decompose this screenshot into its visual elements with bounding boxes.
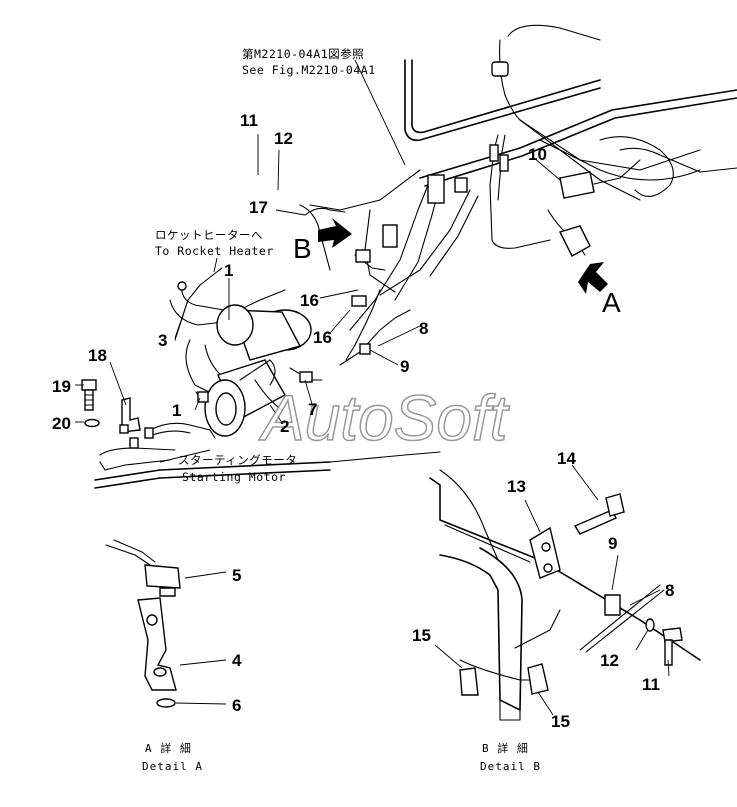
callout-1-bottom: 1: [172, 401, 181, 420]
callout-20: 20: [52, 414, 71, 433]
callout-13: 13: [507, 477, 526, 496]
callout-3: 3: [158, 331, 167, 350]
rocket-heater-jp: ロケットヒーターへ: [155, 228, 263, 242]
callout-12: 12: [274, 129, 293, 148]
callout-7: 7: [308, 400, 317, 419]
callout-11-detail: 11: [642, 675, 660, 694]
callout-15-a: 15: [412, 626, 431, 645]
fig-reference-jp: 第M2210-04A1図参照: [242, 47, 364, 61]
detail-b: 14 13 9 8 12 11 15 15 B 詳 細 Detail B: [412, 449, 701, 773]
rocket-heater-en: To Rocket Heater: [155, 244, 274, 258]
relay-box-5: [144, 564, 181, 589]
fig-reference-en: See Fig.M2210-04A1: [242, 63, 376, 77]
callout-2: 2: [280, 417, 289, 436]
callout-12-detail: 12: [600, 651, 619, 670]
callout-8-detail: 8: [665, 581, 674, 600]
detail-a: 5 4 6 A 詳 細 Detail A: [105, 539, 242, 773]
relay-module-10: [559, 171, 595, 199]
callout-9-detail: 9: [608, 534, 617, 553]
detail-b-title-en: Detail B: [480, 760, 541, 773]
callout-19: 19: [52, 377, 71, 396]
main-callouts: 11 12 17 10 1 3 16 16 8 9 18 19 20 1 7 2: [52, 111, 547, 436]
bracket-13: [529, 526, 561, 579]
callout-16-b: 16: [313, 328, 332, 347]
detail-a-title-en: Detail A: [142, 760, 203, 773]
watermark: AutoSoft: [258, 382, 510, 454]
view-letter-b: B: [293, 233, 312, 264]
callout-1-top: 1: [224, 261, 233, 280]
detail-b-title-jp: B 詳 細: [482, 741, 529, 755]
detail-a-title-jp: A 詳 細: [145, 741, 192, 755]
starting-motor-en: Starting Motor: [182, 470, 286, 484]
clamp-15-right: [527, 663, 549, 695]
callout-14: 14: [557, 449, 576, 468]
callout-18: 18: [88, 346, 107, 365]
clamp-9: [604, 594, 621, 616]
callout-17: 17: [249, 198, 268, 217]
callout-8: 8: [419, 319, 428, 338]
main-assembly: [75, 24, 737, 489]
view-letter-a: A: [602, 287, 621, 318]
callout-6: 6: [232, 696, 241, 715]
callout-5: 5: [232, 566, 241, 585]
callout-11: 11: [240, 111, 258, 130]
starting-motor-jp: スターティングモータ: [178, 453, 297, 467]
callout-16-a: 16: [300, 291, 319, 310]
callout-9: 9: [400, 357, 409, 376]
clamp-15-left: [459, 667, 479, 696]
callout-15-b: 15: [551, 712, 570, 731]
callout-4: 4: [232, 651, 242, 670]
callout-10: 10: [528, 145, 547, 164]
